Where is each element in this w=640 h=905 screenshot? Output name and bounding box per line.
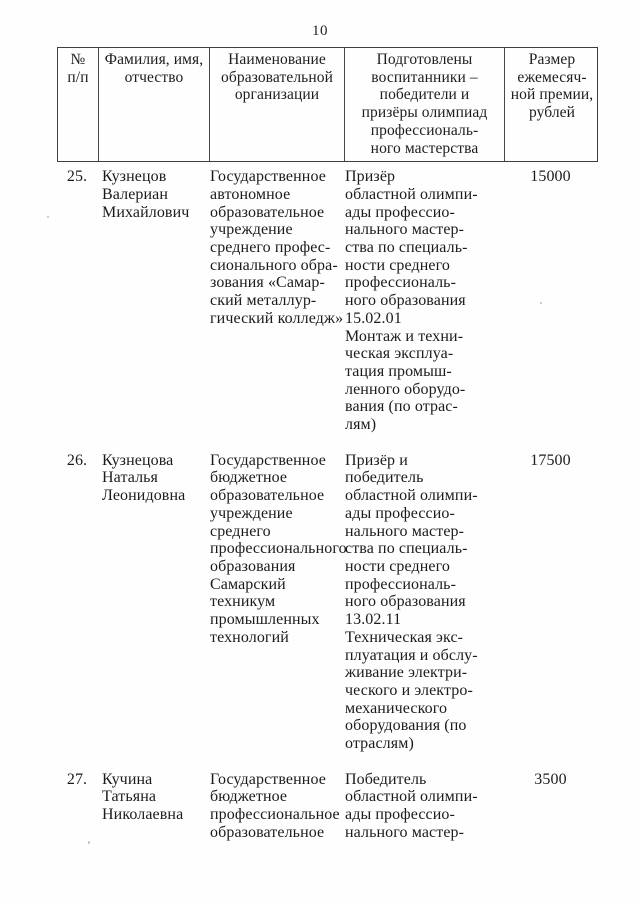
scan-speck bbox=[47, 216, 49, 218]
header-cell-organization: Наименование образовательной организации bbox=[209, 48, 344, 162]
cell-row-number: 26. bbox=[66, 451, 88, 469]
cell-row-number: 25. bbox=[66, 168, 88, 186]
scan-speck bbox=[540, 302, 542, 304]
cell-organization: Государственное бюджетное профессиональн… bbox=[210, 770, 340, 841]
table-header-row: № п/п Фамилия, имя, отчество Наименовани… bbox=[57, 47, 599, 163]
cell-bonus-amount: 17500 bbox=[530, 451, 571, 469]
cell-row-number: 27. bbox=[66, 770, 88, 788]
table-row-27: 27. Кучина Татьяна Николаевна Государств… bbox=[57, 771, 598, 842]
header-cell-fullname: Фамилия, имя, отчество bbox=[98, 48, 209, 162]
table-row-25: 25. Кузнецов Валериан Михайлович Государ… bbox=[57, 168, 598, 434]
header-cell-achievement: Подготовлены воспитанники – победители и… bbox=[344, 48, 504, 162]
header-cell-bonus: Размер ежемесяч- ной премии, рублей bbox=[504, 48, 599, 162]
table-row-26: 26. Кузнецова Наталья Леонидовна Государ… bbox=[57, 452, 598, 753]
cell-organization: Государственное бюджетное образовательно… bbox=[210, 451, 347, 646]
cell-achievement: Призёр и победитель областной олимпи- ад… bbox=[345, 451, 478, 753]
scan-speck bbox=[88, 841, 90, 844]
cell-fullname: Кучина Татьяна Николаевна bbox=[102, 770, 184, 824]
table-body: 25. Кузнецов Валериан Михайлович Государ… bbox=[57, 162, 598, 841]
page-number: 10 bbox=[312, 23, 328, 39]
cell-achievement: Победитель областной олимпи- ады професс… bbox=[345, 770, 478, 841]
header-cell-number: № п/п bbox=[67, 51, 89, 86]
cell-bonus-amount: 15000 bbox=[530, 168, 571, 186]
cell-organization: Государственное автономное образовательн… bbox=[210, 168, 344, 327]
cell-fullname: Кузнецов Валериан Михайлович bbox=[102, 168, 190, 221]
cell-bonus-amount: 3500 bbox=[534, 770, 567, 788]
awards-table: № п/п Фамилия, имя, отчество Наименовани… bbox=[57, 47, 598, 842]
cell-fullname: Кузнецова Наталья Леонидовна bbox=[102, 451, 186, 505]
cell-achievement: Призёр областной олимпи- ады профессио- … bbox=[345, 168, 478, 434]
